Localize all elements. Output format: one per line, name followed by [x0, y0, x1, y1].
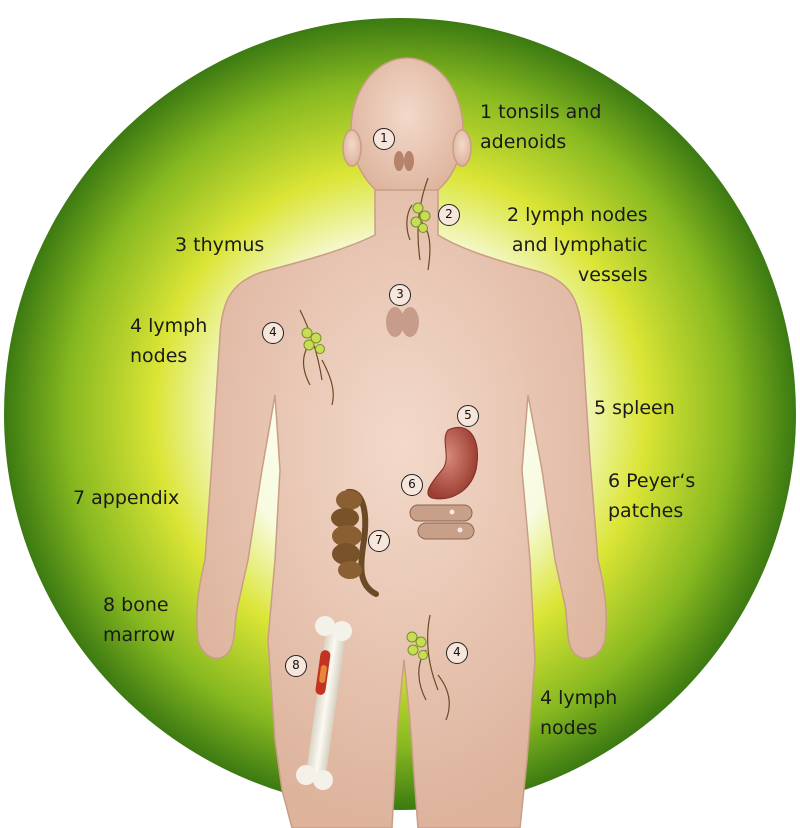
armpit-lymph-nodes [299, 309, 334, 406]
neck-lymph-nodes [406, 177, 431, 271]
label-lymph-nodes-groin: 4 lymph nodes [540, 687, 618, 739]
label-lymph-nodes-vessels: 2 lymph nodes and lymphatic vessels [507, 204, 648, 286]
label-tonsils: 1 tonsils and adenoids [480, 101, 602, 153]
tonsils-organ [394, 151, 414, 171]
marker-8: 8 [285, 655, 307, 677]
label-appendix: 7 appendix [73, 487, 180, 509]
bone-marrow-organ [296, 616, 352, 790]
marker-7: 7 [368, 530, 390, 552]
peyers-patches-organ [409, 504, 475, 540]
label-spleen: 5 spleen [594, 397, 675, 419]
label-peyers-patches: 6 Peyer‘s patches [608, 470, 696, 522]
marker-3: 3 [389, 284, 411, 306]
marker-2: 2 [438, 204, 460, 226]
marker-6: 6 [401, 474, 423, 496]
spleen-organ [427, 427, 478, 500]
label-lymph-nodes-armpit: 4 lymph nodes [130, 315, 208, 367]
label-bone-marrow: 8 bone marrow [103, 594, 176, 646]
marker-1: 1 [373, 128, 395, 150]
appendix-organ [331, 488, 379, 597]
marker-4-armpit: 4 [262, 322, 284, 344]
marker-4-groin: 4 [446, 642, 468, 664]
label-thymus: 3 thymus [175, 234, 265, 256]
groin-lymph-nodes [406, 614, 450, 721]
marker-5: 5 [457, 405, 479, 427]
thymus-organ [386, 307, 419, 337]
